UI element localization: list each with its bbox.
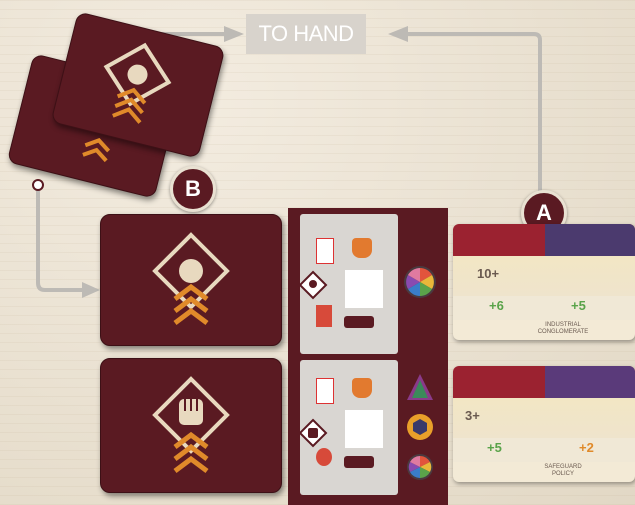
badge-b: B <box>170 166 216 212</box>
empty-slot <box>345 410 383 448</box>
left-bonus: +5 <box>487 440 502 455</box>
to-hand-label: TO HAND <box>246 14 366 54</box>
fist-icon <box>298 418 328 448</box>
diamond-emblem-icon <box>298 270 328 300</box>
factory-icon <box>316 305 332 327</box>
card-body: 3+ <box>453 398 635 438</box>
cube-icon <box>405 412 435 442</box>
triangle-icon <box>405 372 435 402</box>
industry-card-icon <box>316 238 334 264</box>
card-header <box>453 224 635 256</box>
color-wheel-icon <box>402 264 438 300</box>
empty-slot <box>345 270 383 308</box>
diamond-emblem-icon <box>85 32 184 139</box>
cost-label: 3+ <box>465 408 480 423</box>
hand-icon <box>352 378 372 398</box>
card-body: 10+ <box>453 256 635 296</box>
card-bonus-row: +6 +5 <box>453 296 635 320</box>
resource-row-icon <box>344 456 374 468</box>
right-bonus: +5 <box>571 298 586 313</box>
left-bonus: +6 <box>489 298 504 313</box>
cost-label: 10+ <box>477 266 499 281</box>
color-wheel-icon <box>405 452 435 482</box>
industry-card-icon <box>316 378 334 404</box>
resource-row-icon <box>344 316 374 328</box>
hand-icon <box>352 238 372 258</box>
fist-diamond-icon <box>151 367 231 482</box>
card-back-fist[interactable] <box>100 358 282 493</box>
card-back-drawn[interactable] <box>100 214 282 346</box>
card-header <box>453 366 635 398</box>
diamond-emblem-icon <box>151 225 231 335</box>
card-bonus-row: +5 +2 <box>453 438 635 462</box>
heart-icon <box>316 448 332 466</box>
right-bonus: +2 <box>579 440 594 455</box>
